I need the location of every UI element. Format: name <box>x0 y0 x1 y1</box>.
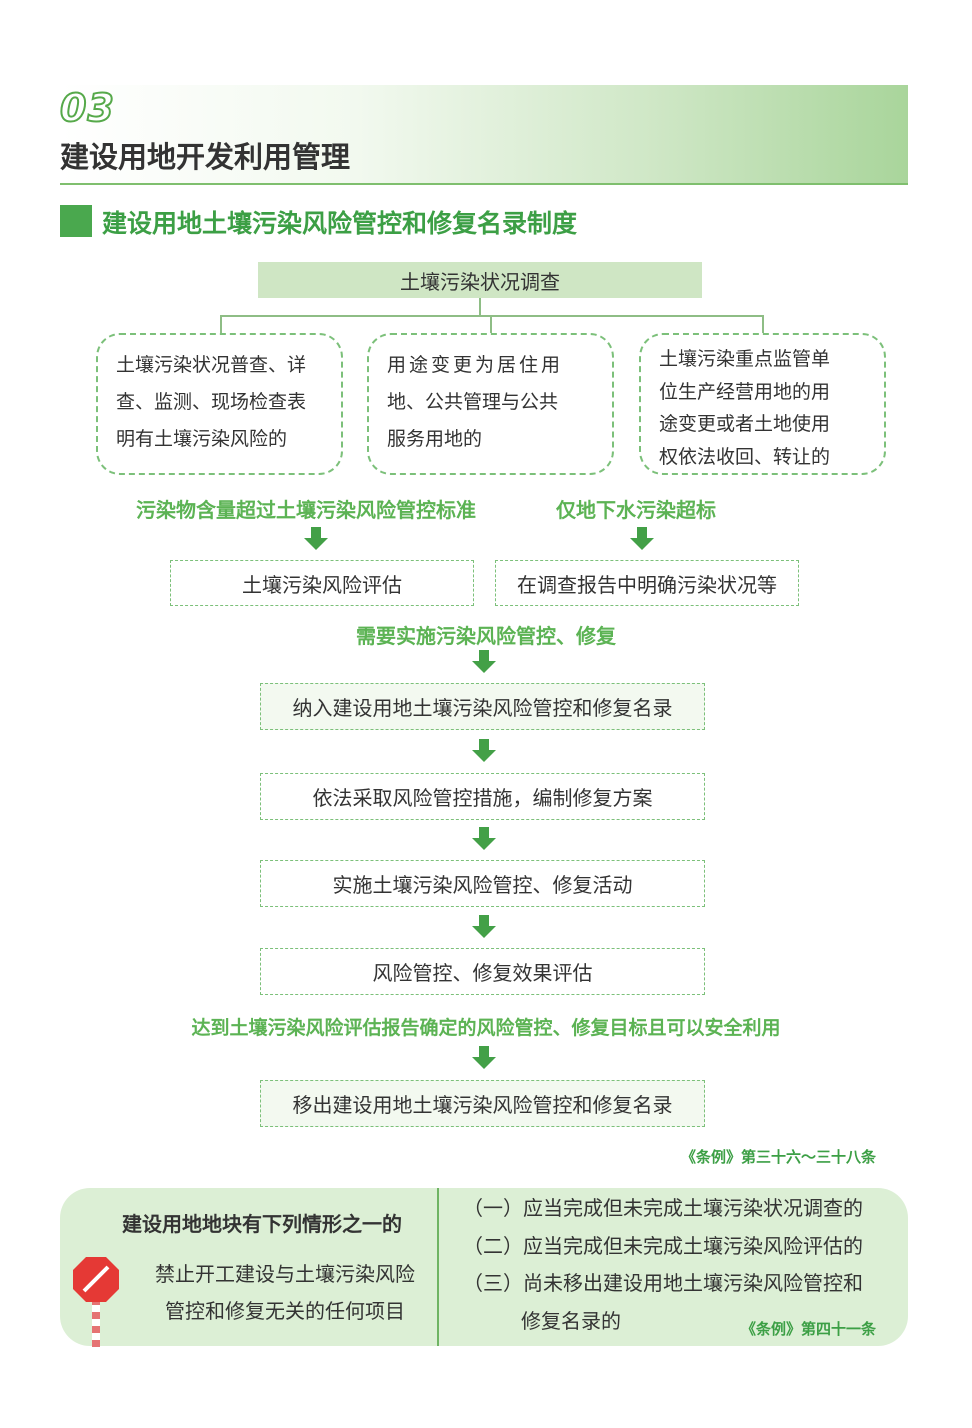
step-box: 风险管控、修复效果评估 <box>260 948 705 995</box>
step-label: 风险管控、修复效果评估 <box>372 961 593 985</box>
citation-article-41: 《条例》第四十一条 <box>740 1320 876 1338</box>
prohibition-text: 禁止开工建设与土壤污染风险 管控和修复无关的任何项目 <box>140 1256 430 1330</box>
trigger-line: 途变更或者土地使用 <box>659 413 831 435</box>
trigger-line: 用途变更为居住用 <box>387 354 564 376</box>
restriction-heading: 建设用地地块有下列情形之一的 <box>122 1212 402 1236</box>
trigger-line: 位生产经营用地的用 <box>659 380 831 403</box>
step-label: 依法采取风险管控措施，编制修复方案 <box>312 786 653 810</box>
report-status-label: 在调查报告中明确污染状况等 <box>517 572 777 597</box>
step-label: 纳入建设用地土壤污染风险管控和修复名录 <box>292 696 673 720</box>
connector-vertical <box>479 298 481 316</box>
survey-box: 土壤污染状况调查 <box>258 262 702 298</box>
connector-middle <box>490 315 492 333</box>
restriction-panel <box>60 1188 908 1346</box>
condition-needs-remediation: 需要实施污染风险管控、修复 <box>356 624 616 648</box>
panel-divider <box>437 1188 439 1346</box>
trigger-line: 土壤污染重点监管单 <box>659 348 831 370</box>
list-item: （二）应当完成但未完成土壤污染风险评估的 <box>463 1233 863 1258</box>
trigger-line: 权依法收回、转让的 <box>659 445 831 468</box>
step-box: 依法采取风险管控措施，编制修复方案 <box>260 773 705 820</box>
prohibition-line: 禁止开工建设与土壤污染风险 <box>155 1262 415 1286</box>
stop-sign-icon <box>73 1257 119 1347</box>
trigger-box-use-change: 用途变更为居住用 地、公共管理与公共 服务用地的 <box>367 333 614 475</box>
removal-box: 移出建设用地土壤污染风险管控和修复名录 <box>260 1080 705 1127</box>
chapter-number: 03 <box>59 85 115 131</box>
risk-assessment-box: 土壤污染风险评估 <box>170 560 474 606</box>
condition-groundwater-only: 仅地下水污染超标 <box>556 498 716 522</box>
trigger-box-survey: 土壤污染状况普查、详 查、监测、现场检查表 明有土壤污染风险的 <box>96 333 343 475</box>
list-item: 修复名录的 <box>521 1308 621 1333</box>
conditions-list: （一）应当完成但未完成土壤污染状况调查的 （二）应当完成但未完成土壤污染风险评估… <box>463 1190 863 1340</box>
risk-assessment-label: 土壤污染风险评估 <box>242 572 402 597</box>
header-underline <box>60 183 908 185</box>
list-item: （一）应当完成但未完成土壤污染状况调查的 <box>463 1196 863 1220</box>
report-status-box: 在调查报告中明确污染状况等 <box>495 560 799 606</box>
chapter-title: 建设用地开发利用管理 <box>60 140 351 174</box>
step-box: 纳入建设用地土壤污染风险管控和修复名录 <box>260 683 705 730</box>
trigger-line: 服务用地的 <box>387 428 483 450</box>
header-band <box>60 85 908 183</box>
citation-articles-36-38: 《条例》第三十六～三十八条 <box>680 1148 876 1166</box>
connector-right <box>762 315 764 333</box>
survey-box-label: 土壤污染状况调查 <box>400 269 560 294</box>
step-label: 实施土壤污染风险管控、修复活动 <box>332 873 633 897</box>
trigger-box-key-units: 土壤污染重点监管单 位生产经营用地的用 途变更或者土地使用 权依法收回、转让的 <box>639 333 886 475</box>
trigger-line: 地、公共管理与公共 <box>387 391 559 413</box>
condition-exceeds-standard: 污染物含量超过土壤污染风险管控标准 <box>136 498 476 522</box>
connector-left <box>220 315 222 333</box>
list-item: （三）尚未移出建设用地土壤污染风险管控和 <box>463 1271 863 1295</box>
trigger-line: 明有土壤污染风险的 <box>116 428 288 450</box>
step-box: 实施土壤污染风险管控、修复活动 <box>260 860 705 907</box>
trigger-line: 土壤污染状况普查、详 <box>116 354 307 376</box>
trigger-line: 查、监测、现场检查表 <box>116 391 307 413</box>
removal-label: 移出建设用地土壤污染风险管控和修复名录 <box>292 1093 673 1117</box>
condition-targets-met: 达到土壤污染风险评估报告确定的风险管控、修复目标且可以安全利用 <box>191 1017 781 1039</box>
section-marker <box>60 205 92 237</box>
section-title: 建设用地土壤污染风险管控和修复名录制度 <box>102 209 578 238</box>
prohibition-line: 管控和修复无关的任何项目 <box>165 1299 405 1323</box>
